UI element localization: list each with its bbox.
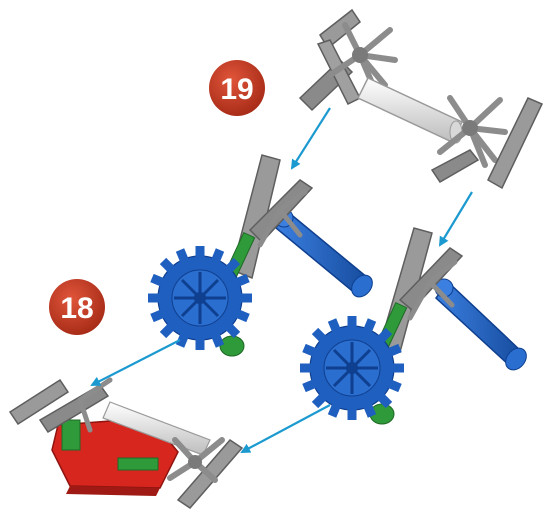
base-assembly	[10, 380, 242, 508]
gray-connector-right-top	[432, 98, 542, 188]
step-number-18: 18	[60, 292, 93, 325]
blue-gear-left	[148, 246, 252, 350]
step-number-19: 19	[220, 73, 253, 106]
green-part-base-left	[62, 420, 80, 450]
step-badge-icon: 18	[49, 279, 105, 335]
axle-assembly-top	[300, 10, 542, 188]
gear-assembly-left	[148, 155, 377, 356]
gray-connector-base-right	[170, 440, 242, 508]
green-part-base-right	[118, 458, 158, 470]
blue-rod-right	[435, 279, 531, 374]
white-rod-top	[358, 78, 462, 143]
green-cap-left	[220, 336, 244, 356]
blue-gear-right	[300, 316, 404, 420]
step-badge-icon: 19	[209, 60, 265, 116]
